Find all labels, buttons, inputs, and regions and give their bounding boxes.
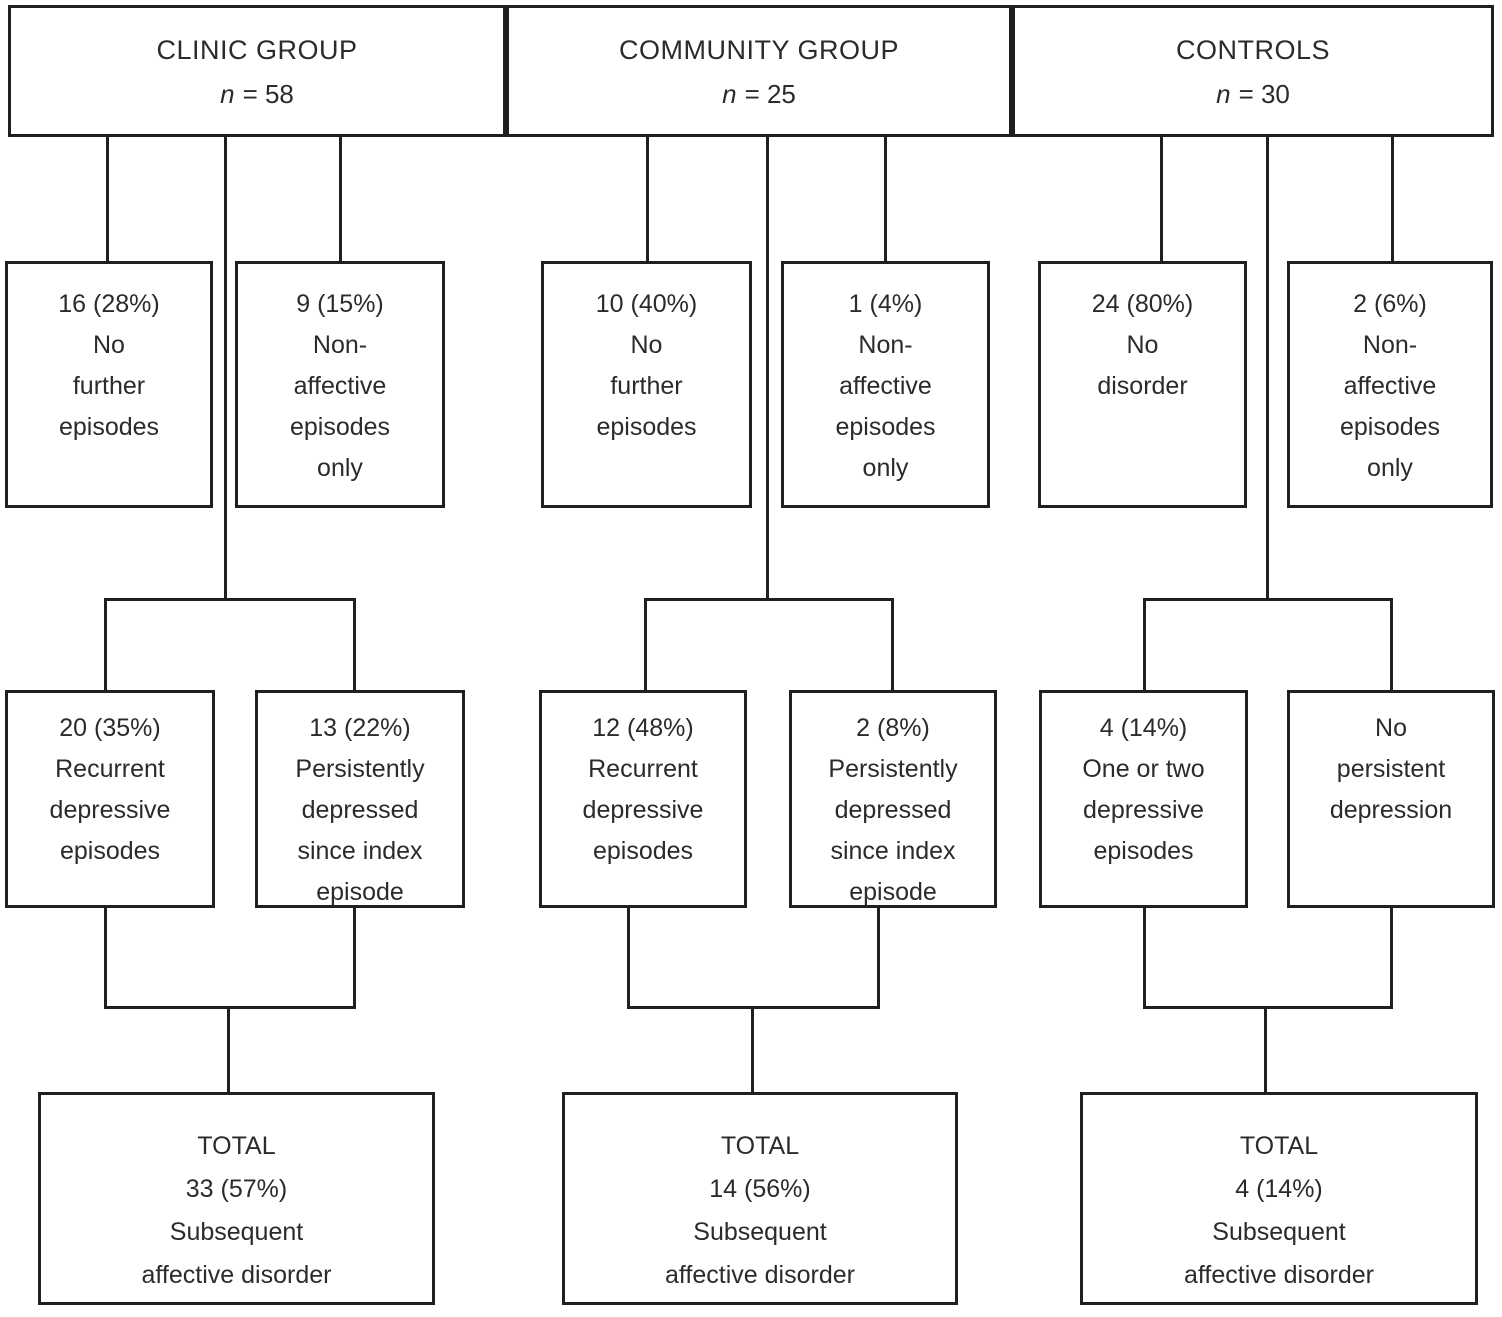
connector-line xyxy=(339,137,342,261)
community-group-header: COMMUNITY GROUP n= 25 xyxy=(506,5,1012,137)
clinic-group-header: CLINIC GROUP n= 58 xyxy=(8,5,506,137)
clinic-recurrent-box: 20 (35%) Recurrent depressive episodes xyxy=(5,690,215,908)
connector-line xyxy=(104,1006,356,1009)
connector-line xyxy=(1390,905,1393,1009)
connector-line xyxy=(106,137,109,261)
controls-group-header: CONTROLS n= 30 xyxy=(1012,5,1494,137)
clinic-persistent-box: 13 (22%) Persistently depressed since in… xyxy=(255,690,465,908)
community-group-n: n= 25 xyxy=(722,79,796,109)
connector-line xyxy=(1390,598,1393,692)
connector-line xyxy=(1264,1006,1267,1092)
connector-line xyxy=(104,598,107,692)
connector-line xyxy=(1160,137,1163,261)
connector-line xyxy=(627,905,630,1009)
connector-line xyxy=(104,905,107,1009)
connector-line xyxy=(1143,598,1146,692)
clinic-total-box: TOTAL 33 (57%) Subsequent affective diso… xyxy=(38,1092,435,1305)
connector-line xyxy=(646,137,649,261)
community-non-affective-box: 1 (4%) Non- affective episodes only xyxy=(781,261,990,508)
community-group-title: COMMUNITY GROUP xyxy=(618,35,899,65)
controls-no-persistent-box: No persistent depression xyxy=(1287,690,1495,908)
connector-line xyxy=(353,905,356,1009)
connector-line xyxy=(884,137,887,261)
connector-line xyxy=(644,598,894,601)
controls-group-title: CONTROLS xyxy=(1175,35,1331,65)
connector-line xyxy=(1143,1006,1393,1009)
connector-line xyxy=(891,598,894,692)
clinic-group-title: CLINIC GROUP xyxy=(156,35,358,65)
connector-line xyxy=(1266,137,1269,600)
controls-no-disorder-box: 24 (80%) No disorder xyxy=(1038,261,1247,508)
community-total-box: TOTAL 14 (56%) Subsequent affective diso… xyxy=(562,1092,958,1305)
connector-line xyxy=(104,598,356,601)
community-persistent-box: 2 (8%) Persistently depressed since inde… xyxy=(789,690,997,908)
controls-total-box: TOTAL 4 (14%) Subsequent affective disor… xyxy=(1080,1092,1478,1305)
community-recurrent-box: 12 (48%) Recurrent depressive episodes xyxy=(539,690,747,908)
connector-line xyxy=(227,1006,230,1092)
connector-line xyxy=(224,137,227,600)
connector-line xyxy=(877,905,880,1009)
clinic-non-affective-box: 9 (15%) Non- affective episodes only xyxy=(235,261,445,508)
connector-line xyxy=(644,598,647,692)
connector-line xyxy=(766,137,769,600)
connector-line xyxy=(1143,598,1393,601)
connector-line xyxy=(1391,137,1394,261)
connector-line xyxy=(353,598,356,692)
community-no-further-box: 10 (40%) No further episodes xyxy=(541,261,752,508)
controls-non-affective-box: 2 (6%) Non- affective episodes only xyxy=(1287,261,1493,508)
controls-group-n: n= 30 xyxy=(1216,79,1290,109)
connector-line xyxy=(1143,905,1146,1009)
clinic-group-n: n= 58 xyxy=(220,79,294,109)
clinic-no-further-box: 16 (28%) No further episodes xyxy=(5,261,213,508)
connector-line xyxy=(751,1006,754,1092)
controls-one-or-two-box: 4 (14%) One or two depressive episodes xyxy=(1039,690,1248,908)
